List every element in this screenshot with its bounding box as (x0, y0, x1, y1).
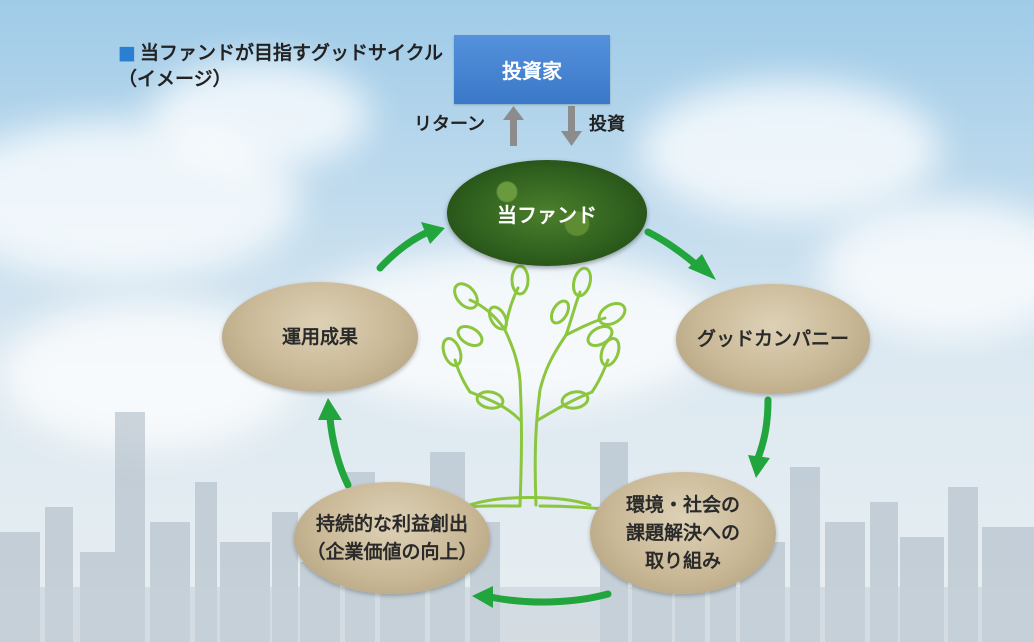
node-env-social-line-1: 環境・社会の (625, 494, 740, 516)
node-env-social-line-2: 課題解決への (625, 522, 740, 544)
diagram-heading: ■当ファンドが目指すグッドサイクル （イメージ） (118, 40, 443, 92)
cycle-arrow-env-to-profit (486, 590, 612, 606)
investment-arrow (561, 106, 582, 146)
return-label: リターン (414, 114, 486, 135)
cycle-arrow-goodcompany-to-env (754, 396, 772, 462)
cycle-arrow-fund-to-goodcompany (644, 228, 704, 272)
node-profit-line-1: 持続的な利益創出 (315, 513, 468, 535)
tree-illustration (438, 264, 632, 514)
node-results-label: 運用成果 (281, 326, 358, 348)
node-profit-line-2: （企業価値の向上） (306, 541, 478, 563)
fund-center-node: 当ファンド (447, 160, 647, 266)
investor-box: 投資家 (454, 35, 610, 104)
heading-subtitle: （イメージ） (118, 68, 232, 90)
arrowhead-env (748, 455, 770, 478)
node-results: 運用成果 (222, 282, 418, 392)
fund-label: 当ファンド (497, 202, 597, 227)
cycle-arrow-results-to-fund (376, 228, 432, 272)
investment-label: 投資 (589, 114, 625, 135)
node-env-social-line-3: 取り組み (644, 550, 721, 572)
investor-label: 投資家 (502, 59, 562, 83)
return-arrow (503, 106, 524, 146)
node-good-company: グッドカンパニー (676, 284, 870, 394)
square-bullet-icon: ■ (118, 42, 136, 64)
heading-title: 当ファンドが目指すグッドサイクル (139, 42, 444, 64)
arrowhead-fund (421, 222, 445, 244)
node-env-social: 環境・社会の 課題解決への 取り組み (590, 472, 776, 594)
arrowhead-goodcompany (688, 254, 716, 280)
cycle-arrow-profit-to-results (326, 414, 352, 489)
node-good-company-label: グッドカンパニー (696, 328, 849, 350)
arrowhead-profit (472, 586, 493, 608)
node-profit: 持続的な利益創出 （企業価値の向上） (294, 482, 490, 594)
arrowhead-results (318, 398, 342, 420)
